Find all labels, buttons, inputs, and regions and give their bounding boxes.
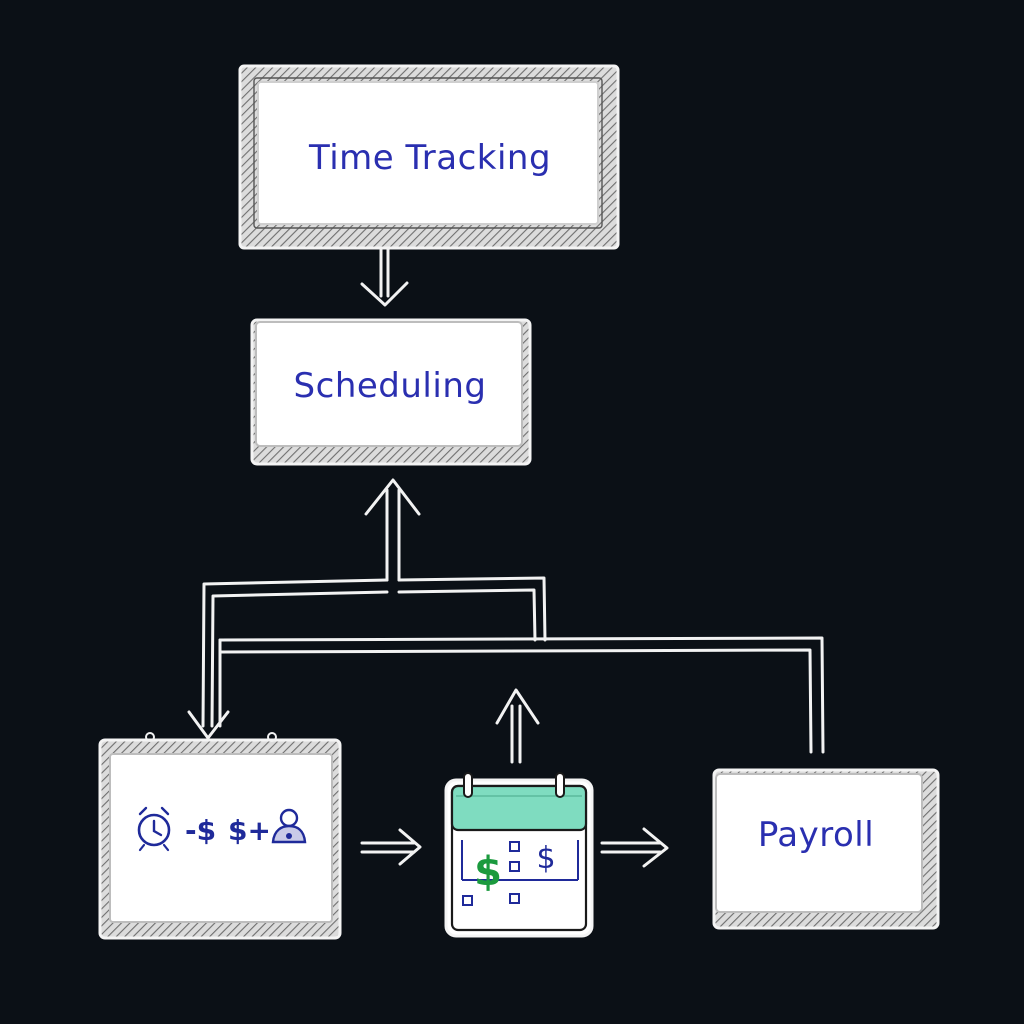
minus-dollar-text: -$	[185, 814, 216, 847]
calendar-small-dollar: $	[536, 841, 555, 876]
calendar-big-dollar: $	[474, 849, 502, 895]
alarm-clock-icon	[137, 806, 171, 852]
arrow-calendar-to-payroll	[600, 827, 669, 868]
plus-dollar-text: $+	[228, 814, 271, 847]
arrow-up-to-scheduling	[364, 478, 421, 582]
person-badge-icon	[271, 808, 307, 844]
calendar-budget-node: $ $	[444, 772, 594, 938]
payroll-label: Payroll	[758, 815, 874, 855]
scheduling-label: Scheduling	[294, 366, 487, 406]
connector-lines	[187, 576, 825, 754]
arrow-up-from-calendar	[495, 688, 540, 764]
cost-calc-node: -$ $+	[98, 732, 342, 940]
arrow-time-to-scheduling	[360, 246, 409, 307]
scheduling-node: Scheduling	[250, 318, 532, 466]
calendar-icon: $ $	[444, 772, 594, 938]
time-tracking-node: Time Tracking	[238, 64, 620, 250]
arrow-cost-to-calendar	[360, 828, 422, 866]
payroll-node: Payroll	[712, 768, 940, 930]
time-tracking-label: Time Tracking	[308, 138, 551, 178]
